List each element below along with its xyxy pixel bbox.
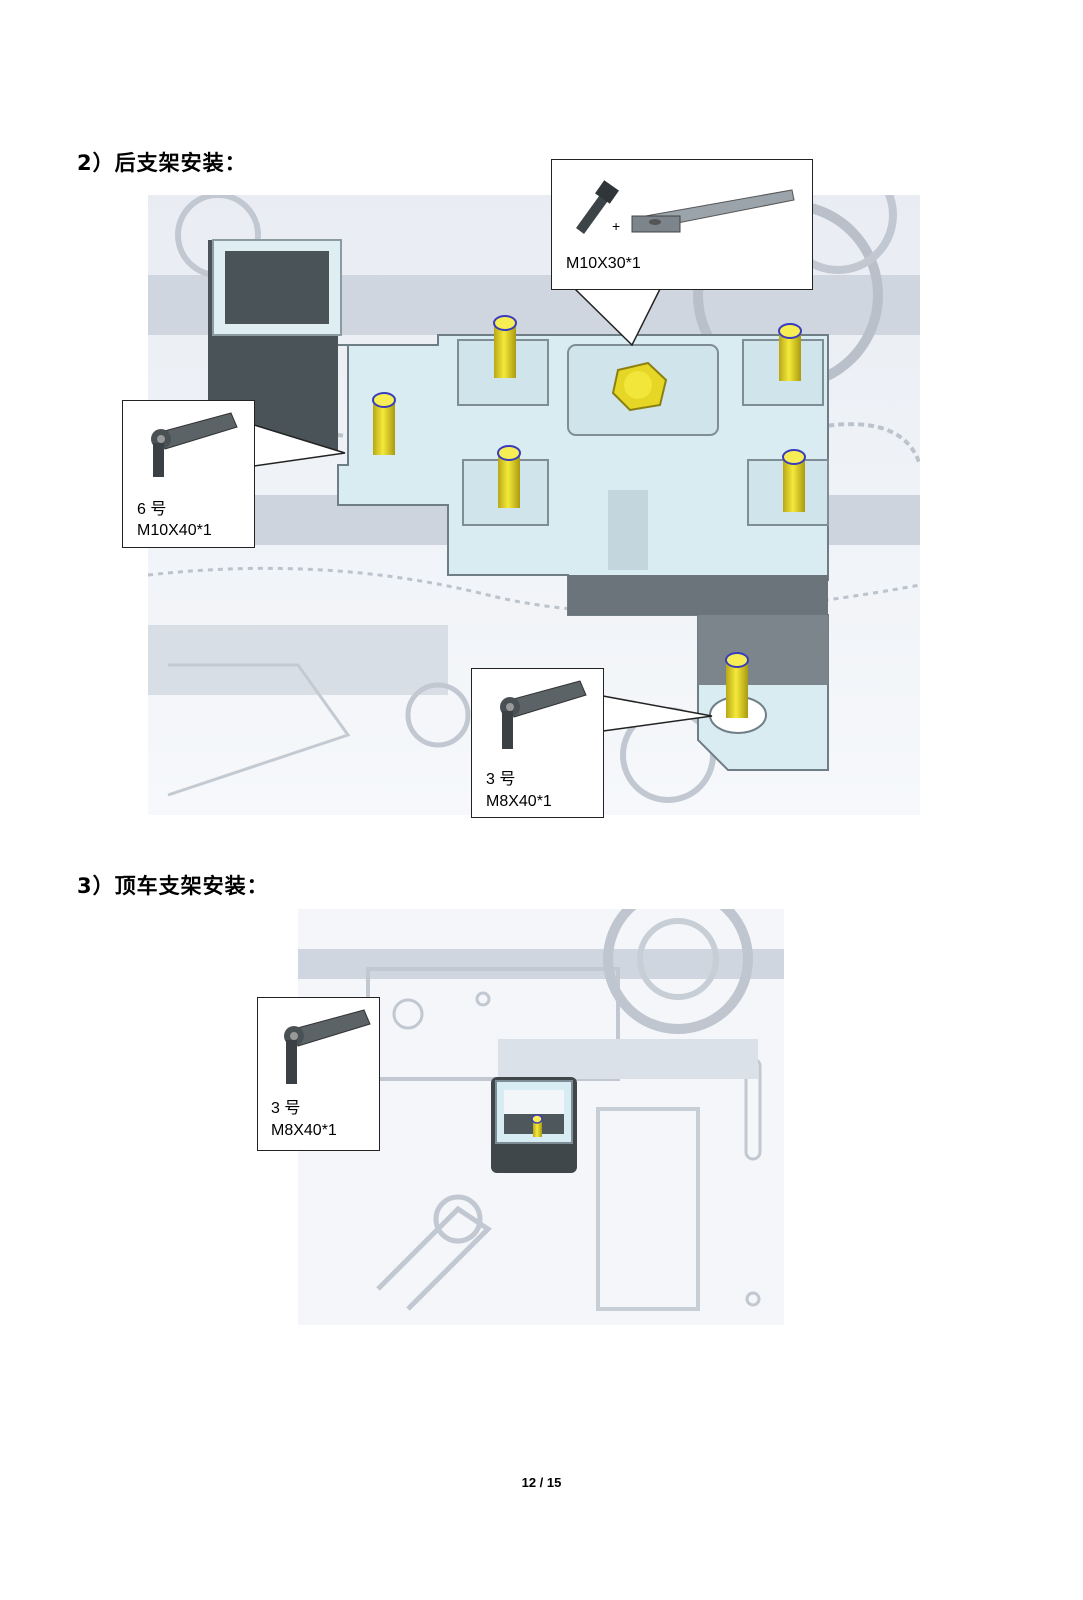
callout-6-m10x40: 6 号 M10X40*1 [122,400,255,548]
plus-sign: + [612,218,621,234]
bolt-stud [725,652,749,718]
section-3-heading: 3）顶车支架安装： [77,874,269,898]
bolt-stud [497,445,521,508]
part-number-6: 6 号 [137,501,167,518]
callout-m10x30: + M10X30*1 [551,159,813,290]
bolt-stud [782,449,806,512]
part-label-m8x40: M8X40*1 [486,793,552,810]
callout-3-m8x40: 3 号 M8X40*1 [471,668,604,818]
page-number: 12 / 15 [521,1475,562,1490]
l-wrench-icon [151,412,238,477]
l-wrench-icon [284,1009,371,1084]
part-label-m10x30: M10X30*1 [566,255,641,272]
bolt-stud [778,323,802,381]
callout-section3-3-m8x40: 3 号 M8X40*1 [257,997,380,1151]
part-label-m8x40: M8X40*1 [271,1122,337,1139]
bolt-stud [372,392,396,455]
bolt-stud [493,315,517,378]
part-number-3: 3 号 [486,771,516,788]
bolt-and-strap-icon [576,180,795,234]
section-2-heading: 2）后支架安装： [77,151,247,175]
part-label-m10x40: M10X40*1 [137,522,212,539]
part-number-3: 3 号 [271,1100,301,1117]
jacking-bracket-figure [298,909,784,1325]
l-wrench-icon [500,680,587,749]
